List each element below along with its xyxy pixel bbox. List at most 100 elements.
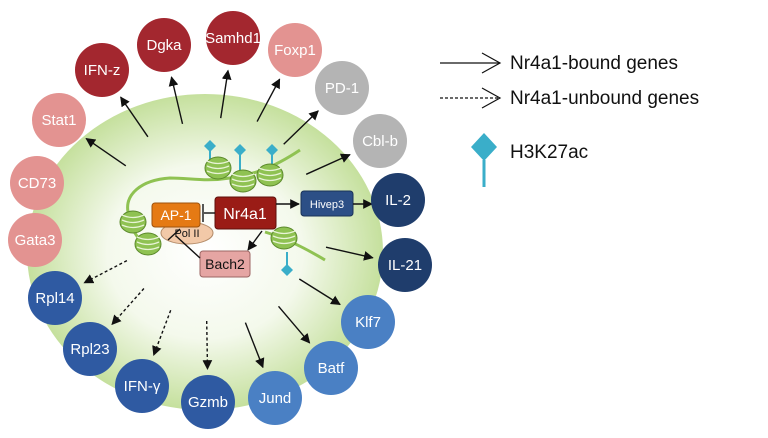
legend-unbound-label: Nr4a1-unbound genes: [510, 88, 699, 109]
gene-node-ifn: IFN-γ: [115, 359, 169, 413]
gene-node-foxp1: Foxp1: [268, 23, 322, 77]
hivep3-label: Hivep3: [310, 199, 344, 211]
gene-circle-ifn-z: [75, 43, 129, 97]
gene-circle-foxp1: [268, 23, 322, 77]
nr4a1-box: Nr4a1: [214, 196, 277, 230]
gene-circle-stat1: [32, 93, 86, 147]
ap1-box: AP-1: [151, 202, 201, 228]
gene-node-cbl-b: Cbl-b: [353, 114, 407, 168]
legend-dashed-arrowhead: [481, 87, 502, 109]
arrow-to-batf: [277, 305, 311, 344]
nr4a1-label: Nr4a1: [223, 206, 267, 223]
gene-label-samhd1: Samhd1: [205, 30, 261, 47]
gene-label-pd-1: PD-1: [325, 80, 359, 97]
gene-node-jund: Jund: [248, 371, 302, 425]
gene-circle-rpl23: [63, 322, 117, 376]
center-h3k27ac-marks: [204, 140, 293, 276]
gene-label-cbl-b: Cbl-b: [362, 133, 398, 150]
gene-label-ifn: IFN-γ: [124, 378, 161, 395]
gene-circle-ifn: [115, 359, 169, 413]
gene-node-klf7: Klf7: [341, 295, 395, 349]
arrow-to-stat1: [85, 138, 127, 167]
arrow-to-ifn-z: [120, 96, 149, 138]
arrow-to-rpl14: [83, 259, 128, 284]
nucleosome: [229, 169, 257, 193]
legend-solid-arrowhead: [481, 52, 502, 74]
gene-label-jund: Jund: [259, 390, 292, 407]
regulatory-edges: [167, 199, 373, 259]
gene-circle-pd-1: [315, 61, 369, 115]
gene-label-dgka: Dgka: [146, 37, 182, 54]
gene-arrows: [83, 69, 374, 370]
gene-circles: Dgka Samhd1Foxp1PD-1Cbl-bIL-2IL-21Klf7Bat…: [8, 11, 432, 429]
gene-label-rpl14: Rpl14: [35, 290, 74, 307]
arrow-to-rpl23: [111, 288, 145, 326]
arrow-to-pd-1: [283, 110, 319, 145]
arrow-to-samhd1: [220, 69, 232, 119]
gene-node-pd-1: PD-1: [315, 61, 369, 115]
gene-label-gata3: Gata3: [15, 232, 56, 249]
gene-label-il-21: IL-21: [388, 257, 422, 274]
nucleosome: [256, 163, 284, 187]
gene-circle-jund: [248, 371, 302, 425]
ap1-label: AP-1: [160, 207, 191, 223]
gene-label-cd73: CD73: [18, 175, 56, 192]
gene-label-rpl23: Rpl23: [70, 341, 109, 358]
gene-circle-klf7: [341, 295, 395, 349]
nr4a1-to-bach2-arrow: [247, 230, 263, 251]
gene-label-gzmb: Gzmb: [188, 394, 228, 411]
nucleosome: [134, 232, 162, 256]
arrow-to-ifn: [152, 310, 172, 357]
legend: Nr4a1-bound genes Nr4a1-unbound genes H3…: [440, 52, 699, 187]
gene-circle-dgka: [137, 18, 191, 72]
gene-circle-rpl14: [28, 271, 82, 325]
bach2-box: Bach2: [199, 250, 251, 278]
gene-circle-samhd1: [206, 11, 260, 65]
h3k27ac-icon: [471, 133, 497, 187]
nucleosome: [119, 210, 147, 234]
gene-node-rpl23: Rpl23: [63, 322, 117, 376]
gene-node-gata3: Gata3: [8, 213, 62, 267]
legend-bound-label: Nr4a1-bound genes: [510, 53, 678, 74]
gene-node-samhd1: Samhd1: [205, 11, 261, 65]
gene-node-il-21: IL-21: [378, 238, 432, 292]
gene-circle-batf: [304, 341, 358, 395]
gene-label-il-2: IL-2: [385, 192, 411, 209]
gene-circle-il-2: [371, 173, 425, 227]
gene-node-batf: Batf: [304, 341, 358, 395]
gene-node-stat1: Stat1: [32, 93, 86, 147]
legend-h3k27ac-label: H3K27ac: [510, 142, 588, 163]
gene-node-dgka: Dgka: [137, 18, 191, 72]
arrow-to-il-21: [325, 246, 374, 261]
gene-label-ifn-z: IFN-z: [84, 62, 121, 79]
bach2-inhibits-pol2-bar: [167, 228, 181, 241]
arrow-to-klf7: [298, 278, 341, 306]
gene-node-cd73: CD73: [10, 156, 64, 210]
gene-circle-cbl-b: [353, 114, 407, 168]
nucleosome: [204, 156, 232, 180]
arrow-to-jund: [244, 322, 265, 369]
gene-node-rpl14: Rpl14: [28, 271, 82, 325]
gene-label-foxp1: Foxp1: [274, 42, 316, 59]
arrow-to-gzmb: [202, 320, 213, 370]
gene-node-gzmb: Gzmb: [181, 375, 235, 429]
bach2-inhibits-pol2: [175, 235, 201, 259]
nucleosome: [270, 226, 298, 250]
h3k27ac-mark: [281, 252, 293, 276]
pol2-label: Pol II: [174, 228, 199, 240]
arrow-to-foxp1: [256, 78, 281, 122]
hivep3-box: Hivep3: [300, 190, 354, 217]
gene-label-klf7: Klf7: [355, 314, 381, 331]
gene-circle-cd73: [10, 156, 64, 210]
bach2-label: Bach2: [205, 256, 245, 272]
gene-label-stat1: Stat1: [41, 112, 76, 129]
gene-circle-il-21: [378, 238, 432, 292]
gene-circle-gata3: [8, 213, 62, 267]
gene-label-batf: Batf: [318, 360, 346, 377]
nucleosomes: [119, 156, 298, 256]
h3k27ac-mark: [234, 144, 246, 170]
arrow-to-cbl-b: [305, 153, 351, 175]
gene-node-il-2: IL-2: [371, 173, 425, 227]
gene-circle-gzmb: [181, 375, 235, 429]
